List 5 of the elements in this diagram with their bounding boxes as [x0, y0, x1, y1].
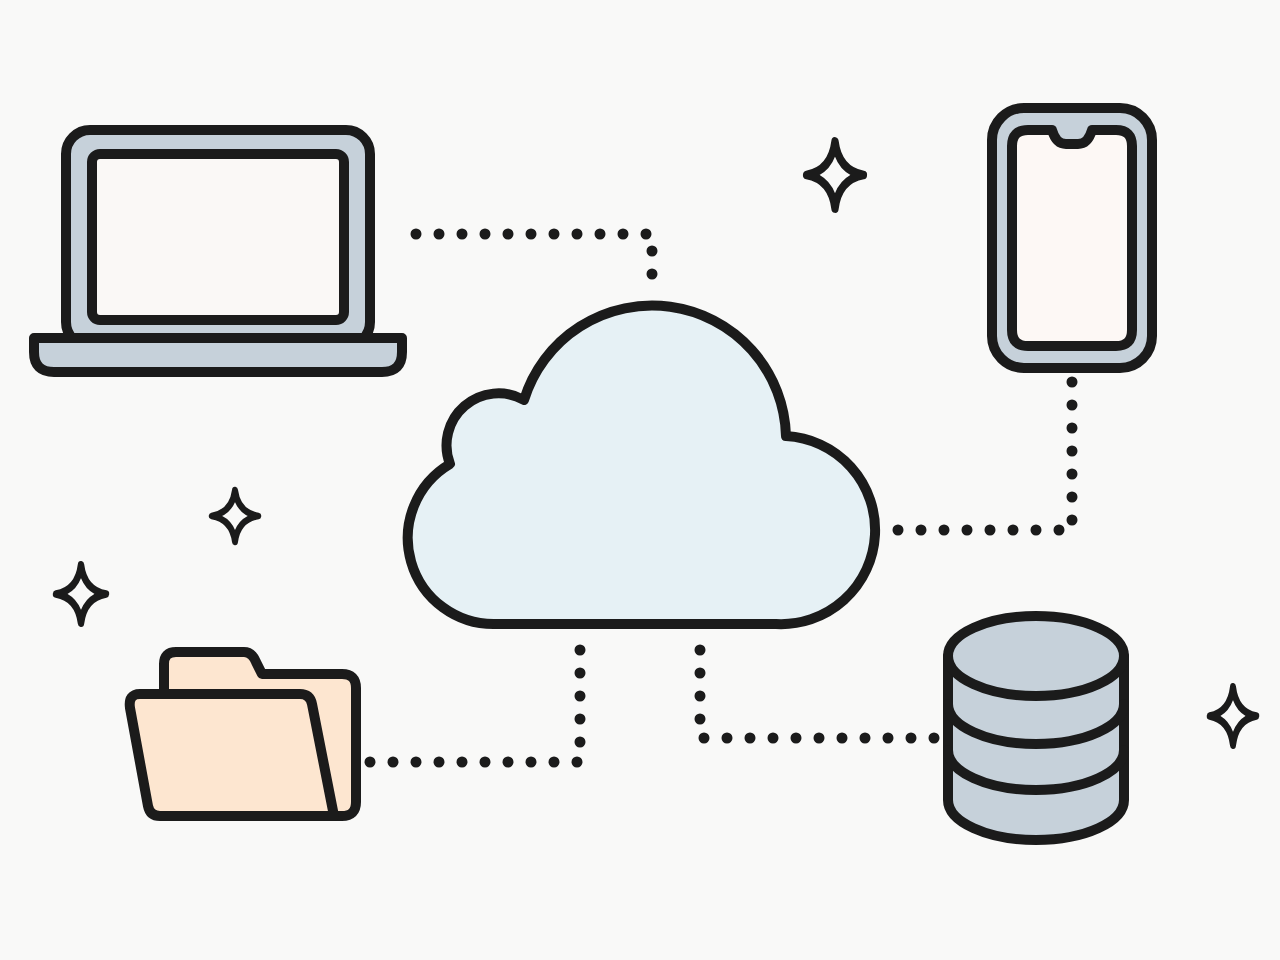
smartphone-icon — [986, 102, 1158, 374]
laptop-icon — [28, 124, 408, 378]
folder-icon — [122, 646, 362, 822]
database-icon — [942, 610, 1130, 846]
cloud-icon — [402, 300, 882, 630]
